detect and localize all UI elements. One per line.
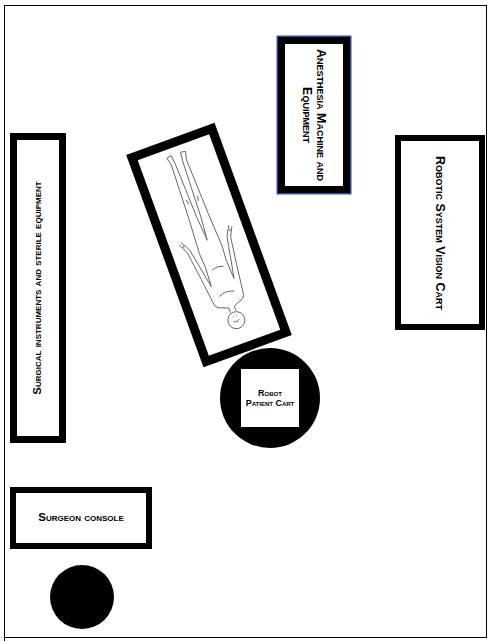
patient-figure	[150, 144, 266, 337]
instrument-table-box: Surgical instruments and sterile equipme…	[10, 133, 66, 443]
node-label: Surgical instruments and sterile equipme…	[31, 144, 44, 432]
vision-cart-box: Robotic System Vision Cart	[395, 135, 485, 330]
frame-tick	[4, 637, 5, 641]
node-label: Robotic System Vision Cart	[433, 145, 447, 320]
surgeon-chair	[50, 565, 114, 629]
operating-table	[126, 123, 292, 368]
surgeon-console-box: Surgeon console	[10, 487, 152, 549]
anesthesia-box: Anesthesia Machine and Equipment	[278, 37, 350, 193]
node-label: Robot Patient Cart	[244, 388, 296, 409]
patient-cart-circle: Robot Patient Cart	[220, 348, 320, 448]
room-outline	[5, 6, 487, 638]
cart-label-panel: Robot Patient Cart	[241, 369, 299, 427]
node-label: Surgeon console	[20, 511, 142, 524]
node-label: Anesthesia Machine and Equipment	[300, 48, 329, 182]
